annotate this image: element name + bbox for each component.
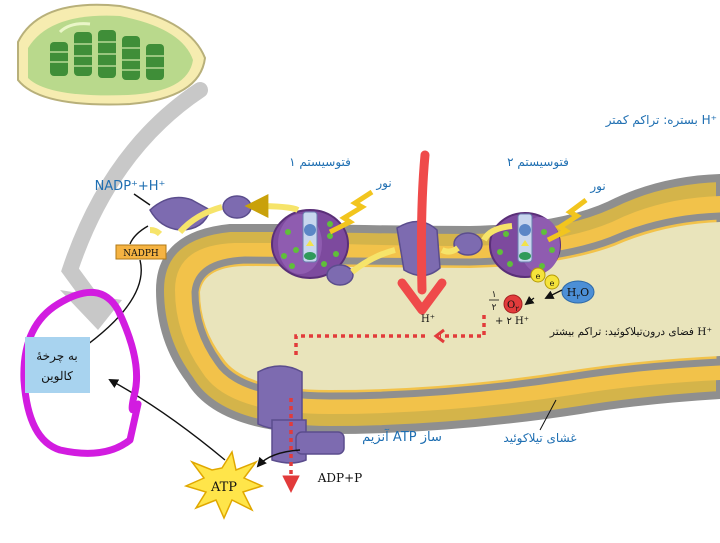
light-1-label: نور (375, 176, 391, 191)
water-splitting: e e (503, 267, 595, 314)
electron-path (149, 194, 513, 275)
flow-arrows (78, 193, 301, 468)
oxygen-label: O٢ (507, 300, 519, 313)
light-1-icon (328, 189, 374, 235)
photosystem-2 (489, 212, 561, 278)
chloroplast-illustration (17, 3, 207, 106)
photosystem-2-label: فتوسیستم ۲ (507, 155, 569, 170)
adp-label: ADP+P (317, 471, 363, 485)
svg-text:e: e (536, 272, 541, 281)
light-2-icon (546, 198, 588, 243)
stroma-label: بستره: تراکم کمتر H⁺ (605, 113, 717, 128)
nadph-box (115, 244, 167, 260)
proton-influx-arrow (397, 150, 447, 315)
atp-synthase-label: آنزیم ATP ساز (362, 428, 442, 445)
membrane-pointer (539, 399, 557, 431)
two-h-plus-label: + ٢ H⁺ (495, 316, 529, 327)
half-denominator: ٢ (492, 303, 497, 313)
lumen-label: فضای درون‌تیلاکوئید: تراکم بیشتر H⁺ (549, 326, 712, 338)
proton-dotted-path (282, 315, 486, 493)
atp-star (183, 450, 265, 520)
svg-text:e: e (550, 279, 555, 288)
atp-label: ATP (210, 480, 237, 495)
nadp-label: NADP⁺+H⁺ (95, 179, 166, 194)
photosystem-1-label: فتوسیستم ۱ (289, 155, 351, 170)
water-molecule (561, 280, 595, 304)
water-label: H٢O (567, 286, 589, 301)
oxygen-molecule (503, 294, 523, 314)
calvin-cycle-box (25, 337, 90, 393)
half-numerator: ١ (492, 290, 497, 300)
calvin-highlight-outline (20, 288, 142, 457)
photosystem-1 (271, 209, 349, 279)
calvin-line-1: به چرخهٔ (36, 349, 77, 363)
thylakoid-membrane-label: غشای تیلاکوئید (503, 431, 576, 446)
calvin-line-2: کالوین (41, 369, 73, 383)
nadph-label: NADPH (123, 249, 159, 259)
thylakoid-membrane (155, 173, 720, 435)
zoom-arrow (61, 82, 208, 308)
lumen-h-plus: H⁺ (421, 314, 435, 325)
light-2-label: نور (589, 179, 605, 194)
